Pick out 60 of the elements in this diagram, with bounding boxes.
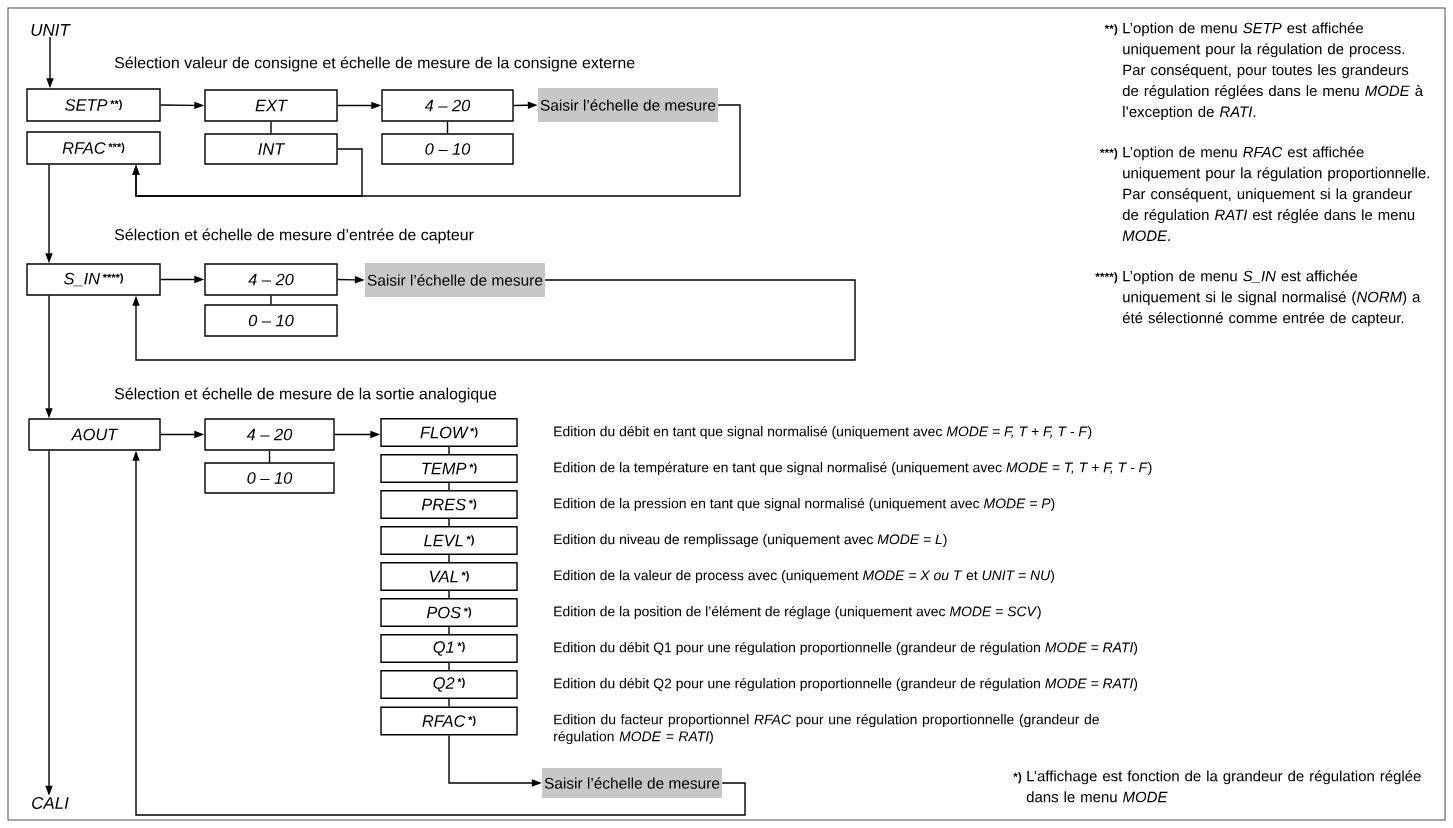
description-text: Edition de la valeur de process avec (uniquement MODE = X ou T et UNIT = NU)	[554, 570, 1055, 583]
arrow	[132, 148, 363, 197]
description-text: Edition du niveau de remplissage (uniquement avec MODE = L)	[554, 534, 947, 547]
description-text: Edition du débit Q1 pour une régulation proportionnelle (grandeur de régulation MODE = RATI)	[554, 641, 1138, 656]
connector-line	[448, 698, 450, 708]
description-text: Edition du débit Q2 pour une régulation proportionnelle (grandeur de régulation MODE = RATI)	[554, 677, 1138, 692]
menu-box: 4 – 20	[204, 418, 335, 451]
description-text: Edition de la position de l’élément de réglage (uniquement avec MODE = SCV)	[554, 605, 1041, 620]
connector-line	[448, 626, 450, 635]
menu-label: UNIT	[31, 24, 71, 36]
connector-line	[448, 554, 450, 563]
action-box: Saisir l’échelle de mesure	[542, 768, 722, 798]
menu-box: 0 – 10	[381, 133, 514, 165]
connector-line	[448, 446, 450, 455]
footnote-mark: **)	[1104, 24, 1118, 36]
footnote-mark: ***)	[1099, 148, 1118, 160]
menu-box: SETP **)	[26, 88, 161, 122]
footnote-text: L’option de menu RFAC est affichée uniquement pour la régulation proportionnelle. Par conséquent, uniquement si la grandeur de régulation RATI est réglée dans le menu MODE.	[1122, 146, 1429, 242]
menu-box: RFAC *)	[380, 706, 518, 736]
menu-box: RFAC ***)	[26, 131, 161, 165]
menu-box: S_IN ****)	[26, 263, 161, 296]
description-text: Edition du débit en tant que signal normalisé (uniquement avec MODE = F, T + F, T - F)	[554, 425, 1092, 440]
footnote-mark: *)	[1013, 772, 1022, 784]
menu-box: EXT	[204, 89, 338, 122]
menu-box: 4 – 20	[204, 263, 338, 296]
arrow	[132, 279, 856, 361]
menu-box: TEMP *)	[380, 454, 518, 483]
section-heading: Sélection et échelle de mesure d’entrée de capteur	[114, 228, 474, 244]
connector-line	[270, 121, 272, 134]
description-text: Edition du facteur proportionnel RFAC pour une régulation proportionnelle (grandeur de régulation MODE = RATI)	[554, 713, 1099, 745]
section-heading: Sélection valeur de consigne et échelle de mesure de la consigne externe	[114, 56, 635, 72]
connector-line	[448, 662, 450, 671]
connector-line	[448, 518, 450, 527]
menu-box: INT	[204, 133, 338, 165]
menu-box: VAL *)	[380, 562, 518, 591]
menu-box: 4 – 20	[381, 89, 514, 122]
footnote-text: L’affichage est fonction de la grandeur de régulation réglée dans le menu MODE	[1026, 770, 1421, 803]
description-text: Edition de la température en tant que signal normalisé (uniquement avec MODE = T, T + F, T - F)	[554, 461, 1152, 476]
connector-line	[268, 450, 271, 463]
menu-box: POS *)	[380, 598, 518, 627]
connector-line	[448, 482, 450, 491]
action-box: Saisir l’échelle de mesure	[365, 263, 545, 297]
footnote-text: L’option de menu SETP est affichée uniquement pour la régulation de process. Par conséquent, pour toutes les grandeurs de régulation réglées dans le menu MODE à l’exception de RATI.	[1122, 22, 1424, 120]
description-text: Edition de la pression en tant que signal normalisé (uniquement avec MODE = P)	[554, 497, 1055, 512]
menu-box: LEVL *)	[380, 526, 518, 555]
connector-line	[448, 590, 450, 599]
menu-box: FLOW*)	[380, 418, 518, 447]
menu-box: Q1 *)	[380, 634, 518, 663]
connector-line	[446, 121, 449, 134]
menu-box: 0 – 10	[204, 304, 338, 337]
action-box: Saisir l’échelle de mesure	[538, 88, 718, 122]
menu-box: AOUT	[28, 418, 161, 451]
footnote-mark: ****)	[1095, 272, 1118, 284]
footnote-text: L’option de menu S_IN est affichée uniquement si le signal normalisé (NORM) a été sélectionné comme entrée de capteur.	[1122, 270, 1421, 327]
connector-line	[270, 295, 272, 305]
section-heading: Sélection et échelle de mesure de la sortie analogique	[114, 387, 497, 403]
menu-box: 0 – 10	[204, 462, 335, 494]
menu-box: Q2 *)	[380, 670, 518, 699]
menu-label: CALI	[32, 797, 69, 809]
menu-box: PRES *)	[380, 490, 518, 519]
